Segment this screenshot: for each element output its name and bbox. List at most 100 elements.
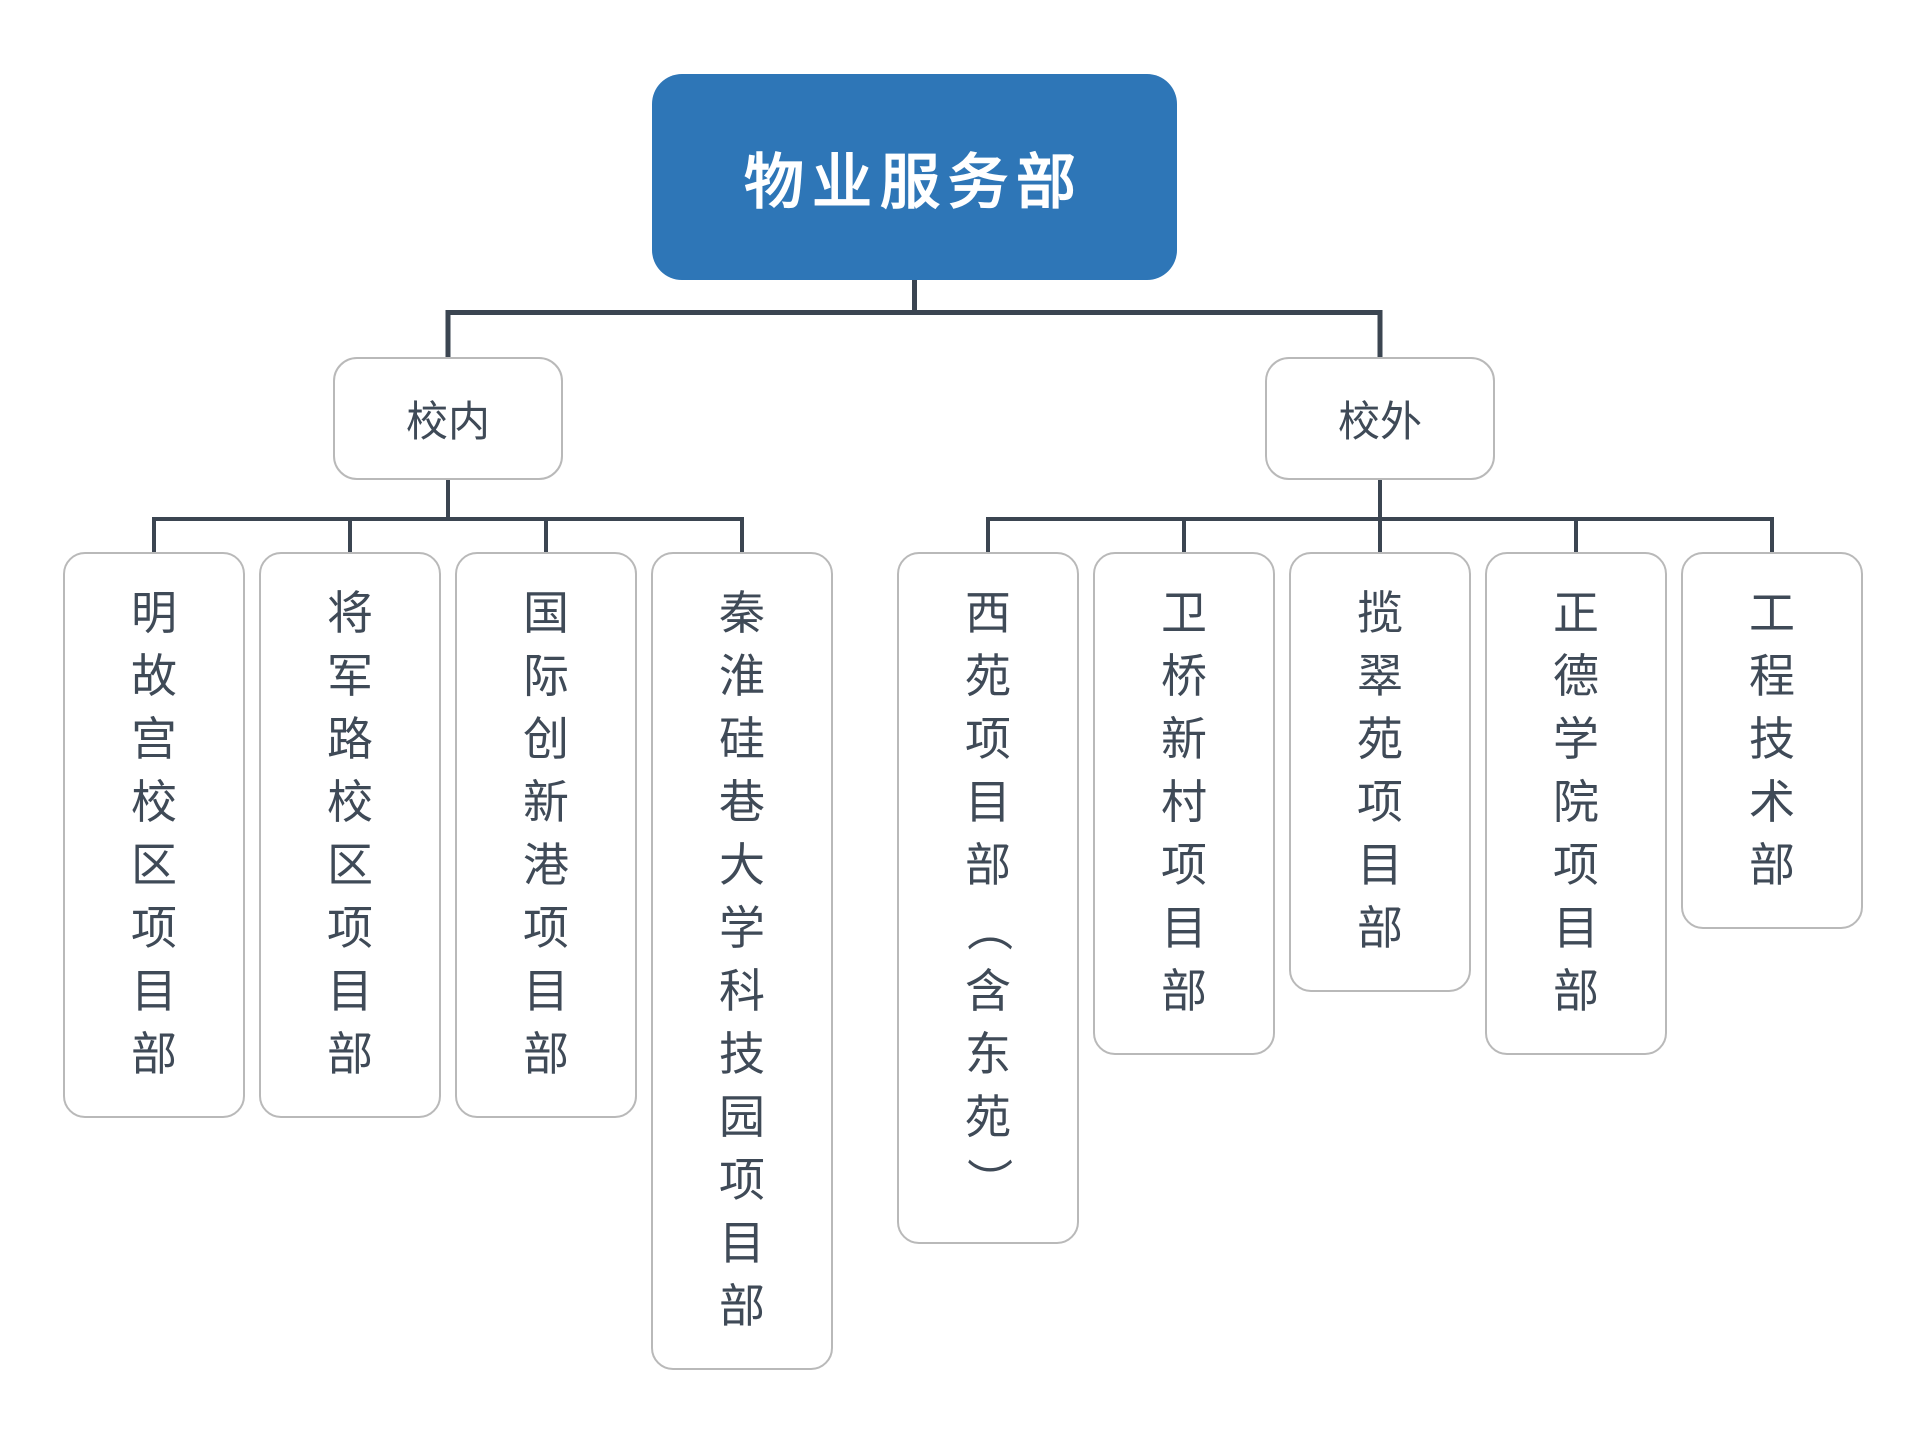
leaf-node: 正德学院项目部: [1485, 552, 1667, 1055]
leaf-label-char: 学: [1553, 713, 1599, 765]
leaf-label-char: 工: [1749, 587, 1795, 639]
leaf-wrap: 正德学院项目部: [1478, 517, 1674, 1055]
leaf-label-char: 目: [131, 965, 177, 1017]
leaf-label-char: 目: [1161, 902, 1207, 954]
leaf-label-char: 程: [1749, 650, 1795, 702]
leaf-label-char: 含: [965, 965, 1011, 1017]
leaf-label-char: 桥: [1161, 650, 1207, 702]
root-node-label: 物业服务部: [744, 148, 1084, 216]
leaf-label-char: 项: [1553, 839, 1599, 891]
leaf-label-char: 项: [523, 902, 569, 954]
root-connector-stub: [911, 280, 917, 310]
leaf-label-char: 苑: [1357, 713, 1403, 765]
leaf-label-char: 苑: [965, 650, 1011, 702]
leaf-label-char: 部: [719, 1280, 765, 1332]
leaf-label-char: 新: [1161, 713, 1207, 765]
leaf-label-char: 淮: [719, 650, 765, 702]
leaf-label-char: 村: [1161, 776, 1207, 828]
leaf-label-char: 秦: [719, 587, 765, 639]
leaf-label-char: 部: [1357, 902, 1403, 954]
leaf-label-char: 部: [1553, 965, 1599, 1017]
leaf-wrap: 明故宫校区项目部: [56, 517, 252, 1118]
leaf-wrap: 秦淮硅巷大学科技园项目部: [644, 517, 840, 1370]
leaf-label-char: 硅: [719, 713, 765, 765]
leaf-label-char: 将: [327, 587, 373, 639]
leaf-wrap: 西苑项目部（含东苑）: [890, 517, 1086, 1244]
leaf-label-char: 国: [523, 587, 569, 639]
leaf-label-char: 技: [1749, 713, 1795, 765]
leaf-label-char: 军: [327, 650, 373, 702]
leaf-label-char: 苑: [965, 1091, 1011, 1143]
leaf-label-char: 部: [523, 1028, 569, 1080]
leaf-node: 国际创新港项目部: [455, 552, 637, 1118]
leaf-label-char: ）: [962, 1157, 1015, 1204]
leaf-label-char: 正: [1553, 587, 1599, 639]
leaf-label-char: 际: [523, 650, 569, 702]
leaf-node: 明故宫校区项目部: [63, 552, 245, 1118]
leaf-label-char: 港: [523, 839, 569, 891]
leaf-label-char: 区: [131, 839, 177, 891]
org-tree: 物业服务部 校内明故宫校区项目部将军路校区项目部国际创新港项目部秦淮硅巷大学科技…: [31, 74, 1895, 1370]
leaf-label-char: 部: [1161, 965, 1207, 1017]
leaf-row-on-campus: 明故宫校区项目部将军路校区项目部国际创新港项目部秦淮硅巷大学科技园项目部: [56, 517, 840, 1370]
leaf-label-char: 区: [327, 839, 373, 891]
branches-row: 校内明故宫校区项目部将军路校区项目部国际创新港项目部秦淮硅巷大学科技园项目部校外…: [31, 310, 1895, 1370]
leaf-row-off-campus: 西苑项目部（含东苑）卫桥新村项目部揽翠苑项目部正德学院项目部工程技术部: [890, 517, 1870, 1244]
branch-node-off-campus: 校外: [1265, 357, 1495, 480]
leaf-wrap: 揽翠苑项目部: [1282, 517, 1478, 992]
leaf-label-char: 园: [719, 1091, 765, 1143]
root-column: 物业服务部: [651, 74, 1177, 310]
branch-node-label: 校外: [1337, 398, 1422, 445]
leaf-label-char: 卫: [1161, 587, 1207, 639]
leaf-label-char: 宫: [131, 713, 177, 765]
leaf-label-char: 翠: [1357, 650, 1403, 702]
leaf-label-char: 新: [523, 776, 569, 828]
leaf-label-char: 目: [327, 965, 373, 1017]
branch-node-label: 校内: [405, 398, 490, 445]
leaf-wrap: 将军路校区项目部: [252, 517, 448, 1118]
root-node: 物业服务部: [651, 74, 1177, 280]
leaf-label-char: 部: [327, 1028, 373, 1080]
leaf-label-char: （: [962, 905, 1015, 952]
leaf-label-char: 科: [719, 965, 765, 1017]
leaf-label-char: 院: [1553, 776, 1599, 828]
leaf-node: 秦淮硅巷大学科技园项目部: [651, 552, 833, 1370]
leaf-label-char: 校: [131, 776, 177, 828]
subtree-on-campus: 校内明故宫校区项目部将军路校区项目部国际创新港项目部秦淮硅巷大学科技园项目部: [31, 310, 865, 1370]
leaf-label-char: 西: [965, 587, 1011, 639]
leaf-node: 卫桥新村项目部: [1093, 552, 1275, 1055]
branch-node-on-campus: 校内: [333, 357, 563, 480]
leaf-node: 西苑项目部（含东苑）: [897, 552, 1079, 1244]
leaf-label-char: 部: [131, 1028, 177, 1080]
leaf-wrap: 工程技术部: [1674, 517, 1870, 929]
leaf-label-char: 项: [131, 902, 177, 954]
leaf-label-char: 项: [965, 713, 1011, 765]
leaf-node: 揽翠苑项目部: [1289, 552, 1471, 992]
leaf-label-char: 项: [1161, 839, 1207, 891]
leaf-wrap: 国际创新港项目部: [448, 517, 644, 1118]
leaf-node: 工程技术部: [1681, 552, 1863, 929]
leaf-label-char: 学: [719, 902, 765, 954]
leaf-label-char: 目: [719, 1217, 765, 1269]
leaf-label-char: 目: [1553, 902, 1599, 954]
leaf-label-char: 项: [327, 902, 373, 954]
leaf-label-char: 部: [965, 839, 1011, 891]
leaf-label-char: 校: [327, 776, 373, 828]
leaf-label-char: 目: [523, 965, 569, 1017]
leaf-label-char: 故: [131, 650, 177, 702]
leaf-label-char: 目: [1357, 839, 1403, 891]
leaf-label-char: 德: [1553, 650, 1599, 702]
leaf-label-char: 路: [327, 713, 373, 765]
leaf-label-char: 东: [965, 1028, 1011, 1080]
leaf-label-char: 项: [1357, 776, 1403, 828]
leaf-label-char: 创: [523, 713, 569, 765]
leaf-label-char: 部: [1749, 839, 1795, 891]
leaf-label-char: 明: [131, 587, 177, 639]
branch-connector-stub: [446, 480, 450, 517]
leaf-label-char: 技: [719, 1028, 765, 1080]
leaf-label-char: 大: [719, 839, 765, 891]
leaf-label-char: 术: [1749, 776, 1795, 828]
subtree-off-campus: 校外西苑项目部（含东苑）卫桥新村项目部揽翠苑项目部正德学院项目部工程技术部: [865, 310, 1895, 1244]
leaf-label-char: 项: [719, 1154, 765, 1206]
